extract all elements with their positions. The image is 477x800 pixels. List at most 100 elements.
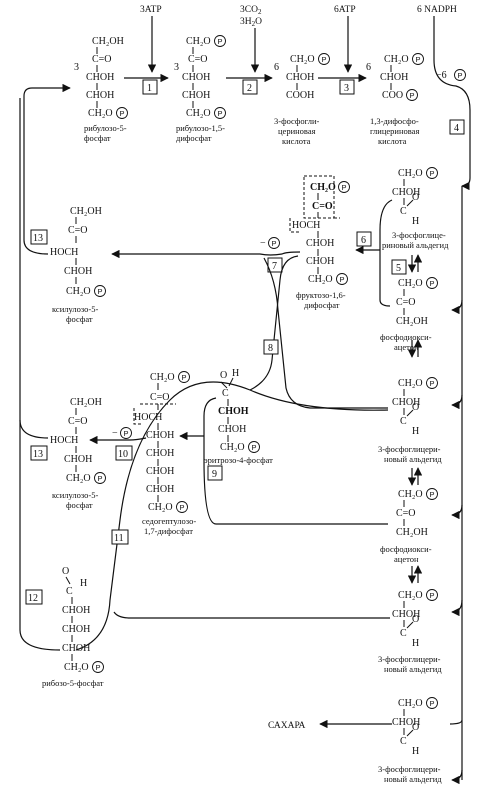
svg-text:C: C: [222, 388, 229, 399]
svg-text:CHOH: CHOH: [62, 624, 90, 635]
svg-text:H: H: [412, 426, 419, 437]
svg-text:C=O: C=O: [396, 508, 416, 519]
svg-text:12: 12: [28, 593, 38, 604]
molecule-erythrose-4-phosphate: O H C CHOH CHOH CH₂O P эритрозо-4-фосфат: [204, 368, 273, 465]
svg-text:O: O: [412, 402, 419, 413]
svg-text:3H2O: 3H2O: [240, 17, 262, 28]
svg-text:CH₂OH: CH₂OH: [396, 527, 428, 538]
svg-text:P: P: [430, 279, 435, 288]
svg-text:H: H: [232, 368, 239, 379]
svg-text:C=O: C=O: [188, 54, 208, 65]
svg-text:CHOH: CHOH: [146, 430, 174, 441]
svg-text:CH₂O: CH₂O: [384, 54, 409, 65]
svg-text:7: 7: [272, 261, 277, 272]
atp-input-6: 6ATP: [334, 5, 356, 15]
svg-text:C=O: C=O: [396, 297, 416, 308]
svg-text:CHOH: CHOH: [146, 448, 174, 459]
svg-text:C: C: [400, 736, 407, 747]
bracket-e4p-dhap2: [203, 397, 388, 525]
svg-text:рибулозо-1,5-: рибулозо-1,5-: [176, 123, 225, 133]
step-box-13-top: 13: [30, 229, 48, 245]
svg-text:CH₂OH: CH₂OH: [396, 316, 428, 327]
svg-text:3-фосфоглицери-: 3-фосфоглицери-: [378, 654, 441, 664]
molecule-xylulose-5-phosphate-mid: CH₂OH C=O HOCH CHOH CH₂O P ксилулозо-5- …: [50, 397, 106, 510]
svg-text:CH₂O: CH₂O: [398, 698, 423, 709]
svg-text:−6: −6: [436, 70, 447, 81]
svg-text:13: 13: [33, 233, 43, 244]
svg-text:рибозо-5-фосфат: рибозо-5-фосфат: [42, 678, 104, 688]
svg-text:5: 5: [396, 263, 401, 274]
svg-text:фосфат: фосфат: [66, 500, 93, 510]
svg-text:C: C: [400, 206, 407, 217]
svg-text:CHOH: CHOH: [306, 256, 334, 267]
svg-text:10: 10: [118, 449, 128, 460]
svg-text:рибулозо-5-: рибулозо-5-: [84, 123, 127, 133]
molecule-3-phosphoglycerate: CH₂O P 6 CHOH COOH 3-фосфогли- цериновая…: [274, 53, 330, 146]
svg-text:6: 6: [366, 62, 371, 73]
svg-text:фосфат: фосфат: [84, 133, 111, 143]
svg-text:1: 1: [147, 83, 152, 94]
svg-text:C=O: C=O: [92, 54, 112, 65]
svg-text:P: P: [218, 37, 223, 46]
svg-text:CHOH: CHOH: [146, 484, 174, 495]
cross-line-a: [249, 255, 299, 391]
trunk-end: [449, 719, 463, 725]
cross-line-b: [263, 257, 388, 409]
gap3-to-r5p: [113, 611, 390, 619]
svg-text:CH₂O: CH₂O: [150, 372, 175, 383]
step-box-5: 5: [391, 259, 407, 275]
svg-text:новый альдегид: новый альдегид: [384, 774, 442, 784]
svg-text:P: P: [182, 373, 187, 382]
svg-text:новый альдегид: новый альдегид: [384, 664, 442, 674]
svg-text:−: −: [260, 238, 266, 249]
svg-text:CH₂O: CH₂O: [290, 54, 315, 65]
svg-text:ацетон: ацетон: [394, 554, 419, 564]
svg-text:3-фосфогли-: 3-фосфогли-: [274, 116, 320, 126]
svg-text:CH₂O: CH₂O: [66, 286, 91, 297]
step-box-13-mid: 13: [30, 445, 48, 461]
svg-text:O: O: [412, 722, 419, 733]
svg-text:CH₂OH: CH₂OH: [70, 206, 102, 217]
svg-text:P: P: [272, 239, 277, 248]
svg-text:фосфодиокси-: фосфодиокси-: [380, 544, 432, 554]
svg-text:CHOH: CHOH: [286, 72, 314, 83]
svg-text:CHOH: CHOH: [392, 609, 420, 620]
svg-text:CH₂O: CH₂O: [148, 502, 173, 513]
svg-text:CH₂OH: CH₂OH: [92, 36, 124, 47]
svg-text:9: 9: [212, 469, 217, 480]
molecule-ribose-5-phosphate: O H C CHOH CHOH CHOH CH₂O P рибозо-5-фос…: [42, 566, 104, 688]
svg-text:P: P: [252, 443, 257, 452]
trunk-to-gap3: [451, 599, 463, 617]
svg-text:P: P: [340, 275, 345, 284]
svg-text:P: P: [342, 183, 347, 192]
svg-text:4: 4: [454, 123, 459, 134]
svg-text:дифосфат: дифосфат: [304, 300, 340, 310]
svg-text:P: P: [430, 591, 435, 600]
svg-text:CH₂O: CH₂O: [88, 108, 113, 119]
svg-text:O: O: [412, 614, 419, 625]
svg-text:6: 6: [361, 235, 366, 246]
svg-text:P: P: [430, 490, 435, 499]
return-line-bottom: [19, 420, 61, 651]
step-box-7: 7: [267, 257, 283, 273]
svg-text:3CO2: 3CO2: [240, 5, 262, 16]
trunk-to-gap2: [451, 394, 463, 410]
svg-text:P: P: [430, 379, 435, 388]
svg-text:6: 6: [274, 62, 279, 73]
svg-text:CHOH: CHOH: [86, 72, 114, 83]
svg-text:P: P: [218, 109, 223, 118]
svg-text:P: P: [322, 55, 327, 64]
svg-text:3-фосфоглице-: 3-фосфоглице-: [392, 230, 446, 240]
molecule-dhap-1: CH₂O P C=O CH₂OH фосфодиокси- ацетон: [380, 277, 438, 352]
svg-text:C=O: C=O: [312, 201, 333, 212]
svg-text:11: 11: [114, 533, 124, 544]
svg-text:−: −: [112, 428, 118, 439]
svg-text:седогептулозо-: седогептулозо-: [142, 516, 196, 526]
phosphate-release-10: − P: [112, 427, 132, 439]
svg-text:P: P: [180, 503, 185, 512]
svg-text:HOCH: HOCH: [292, 220, 320, 231]
svg-text:COO: COO: [382, 90, 403, 101]
svg-text:P: P: [458, 71, 463, 80]
svg-text:H: H: [412, 216, 419, 227]
svg-text:CH₂O: CH₂O: [64, 662, 89, 673]
